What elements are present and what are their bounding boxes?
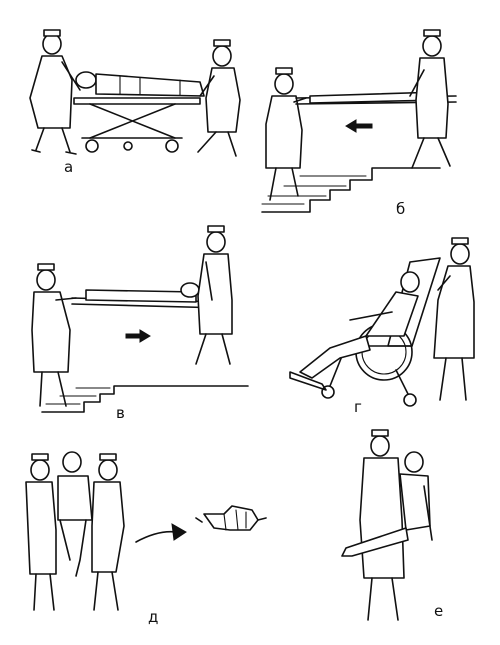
hand-grip [195, 505, 267, 531]
patient-figure [299, 271, 420, 379]
panel-label-d: д [148, 608, 159, 626]
attendant-figure [91, 453, 125, 611]
direction-arrow-right [125, 329, 151, 343]
curved-arrow [135, 530, 177, 543]
patient-figure [75, 71, 205, 97]
attendant-figure [197, 39, 241, 157]
attendant-figure [195, 225, 233, 365]
gurney [73, 97, 201, 153]
curved-arrow-head [171, 523, 187, 541]
panel-v-stretcher-stairs [31, 225, 249, 413]
attendant-figure [25, 453, 57, 611]
attendant-figure [409, 29, 451, 169]
panel-g-wheelchair [289, 237, 475, 407]
panel-e-single-carry [341, 429, 433, 621]
attendant-figure [31, 263, 77, 407]
panel-label-b: б [396, 200, 406, 218]
panel-label-g: г [354, 398, 362, 416]
attendant-figure [29, 29, 81, 155]
panel-a-gurney [29, 29, 241, 157]
attendant-figure [265, 67, 307, 201]
direction-arrow-left [345, 119, 373, 133]
attendant-figure [433, 237, 475, 401]
attendant-figure [359, 429, 405, 621]
stretcher [71, 282, 225, 309]
panel-label-a: а [64, 158, 74, 176]
panel-d-two-person-carry [25, 451, 267, 611]
panel-label-v: в [116, 404, 125, 422]
patient-figure [57, 451, 93, 577]
patient-figure [341, 451, 433, 557]
panel-b-stretcher-stairs [261, 29, 457, 213]
panel-label-e: е [434, 602, 444, 620]
